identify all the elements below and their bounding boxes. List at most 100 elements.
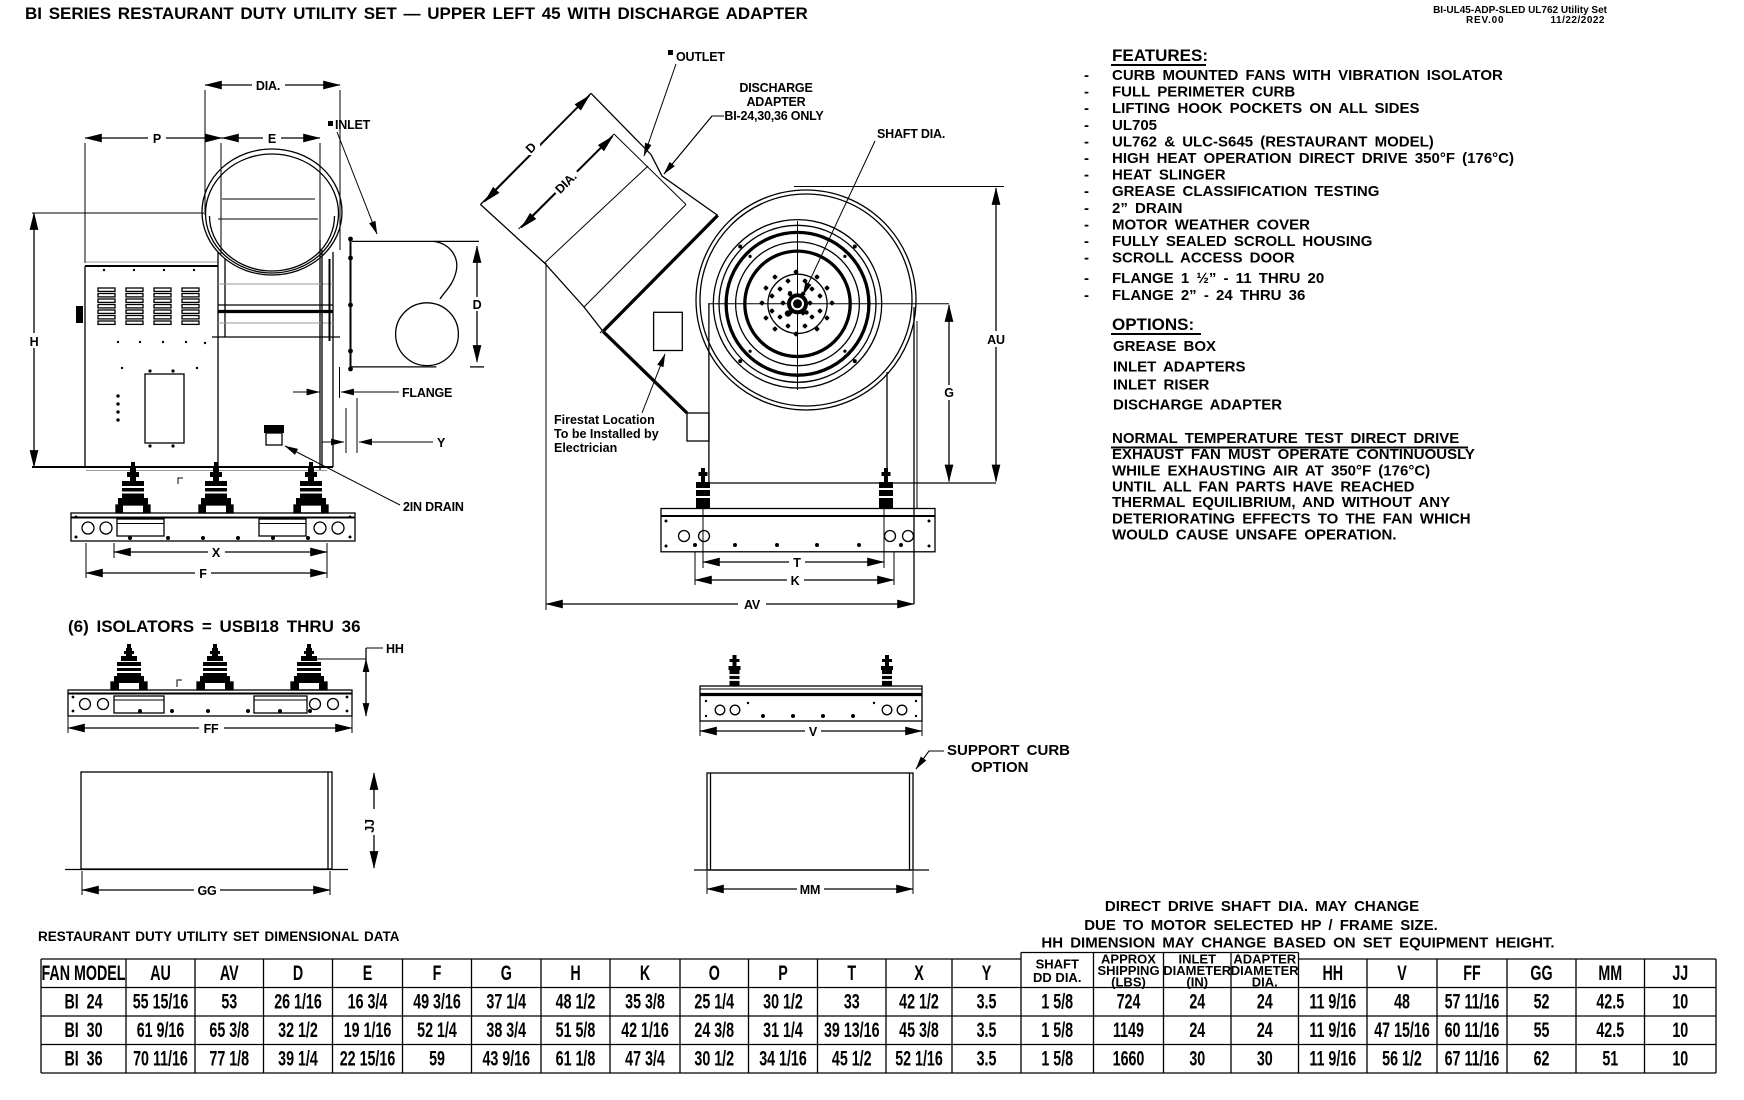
svg-text:INLET ADAPTERS: INLET ADAPTERS [1113, 359, 1245, 376]
svg-text:3.5: 3.5 [977, 1047, 997, 1070]
svg-text:10: 10 [1672, 1018, 1688, 1041]
svg-text:19 1/16: 19 1/16 [344, 1018, 392, 1041]
svg-text:BI 36: BI 36 [64, 1047, 102, 1070]
svg-text:P: P [778, 961, 788, 984]
svg-text:24: 24 [1189, 990, 1205, 1013]
svg-text:(LBS): (LBS) [1111, 975, 1146, 990]
svg-text:3.5: 3.5 [977, 1018, 997, 1041]
svg-text:WHILE EXHAUSTING AIR AT 350°F: WHILE EXHAUSTING AIR AT 350°F (176°C) [1112, 462, 1430, 479]
svg-text:37 1/4: 37 1/4 [486, 990, 526, 1013]
svg-text:SHIPPING: SHIPPING [1097, 963, 1159, 978]
svg-text:INLET: INLET [335, 118, 371, 132]
svg-text:52 1/4: 52 1/4 [417, 1018, 457, 1041]
svg-text:D: D [293, 961, 303, 984]
svg-text:42 1/2: 42 1/2 [899, 990, 939, 1013]
svg-text:APPROX: APPROX [1101, 952, 1156, 967]
svg-text:X: X [212, 546, 221, 560]
svg-text:WOULD CAUSE UNSAFE OPERATION.: WOULD CAUSE UNSAFE OPERATION. [1112, 526, 1397, 543]
svg-text:47 15/16: 47 15/16 [1374, 1018, 1430, 1041]
svg-text:77 1/8: 77 1/8 [209, 1047, 249, 1070]
svg-text:X: X [914, 961, 924, 984]
svg-text:45 1/2: 45 1/2 [832, 1047, 872, 1070]
svg-text:BI SERIES RESTAURANT DUTY UTIL: BI SERIES RESTAURANT DUTY UTILITY SET — … [25, 4, 808, 23]
svg-text:SUPPORT CURB: SUPPORT CURB [947, 742, 1070, 759]
svg-text:-: - [1084, 167, 1089, 184]
svg-text:10: 10 [1672, 1047, 1688, 1070]
svg-text:DIRECT DRIVE SHAFT DIA. MAY CH: DIRECT DRIVE SHAFT DIA. MAY CHANGE [1105, 898, 1419, 915]
svg-text:-: - [1084, 84, 1089, 101]
svg-text:T: T [847, 961, 856, 984]
svg-text:V: V [1397, 961, 1407, 984]
svg-text:THERMAL EQUILIBRIUM, AND WITHO: THERMAL EQUILIBRIUM, AND WITHOUT ANY [1112, 494, 1450, 511]
svg-text:H: H [570, 961, 580, 984]
svg-text:OPTIONS:: OPTIONS: [1112, 315, 1194, 334]
svg-text:To be Installed by: To be Installed by [554, 427, 659, 441]
svg-text:T: T [793, 556, 801, 570]
svg-text:JJ: JJ [363, 819, 377, 833]
svg-text:CURB MOUNTED FANS WITH VIBRATI: CURB MOUNTED FANS WITH VIBRATION ISOLATO… [1112, 67, 1503, 84]
svg-text:30 1/2: 30 1/2 [694, 1047, 734, 1070]
svg-text:SCROLL ACCESS DOOR: SCROLL ACCESS DOOR [1112, 250, 1295, 267]
svg-text:-: - [1084, 67, 1089, 84]
svg-text:SHAFT DIA.: SHAFT DIA. [877, 127, 945, 141]
svg-text:-: - [1084, 233, 1089, 250]
svg-text:-: - [1084, 250, 1089, 267]
svg-text:32 1/2: 32 1/2 [278, 1018, 318, 1041]
svg-text:(IN): (IN) [1186, 975, 1208, 990]
svg-text:FF: FF [204, 722, 219, 736]
svg-text:26 1/16: 26 1/16 [274, 990, 322, 1013]
svg-text:FEATURES:: FEATURES: [1112, 46, 1208, 65]
svg-text:39 1/4: 39 1/4 [278, 1047, 318, 1070]
svg-text:724: 724 [1117, 990, 1141, 1013]
svg-text:REV.00: REV.00 [1466, 15, 1504, 26]
svg-text:DUE TO MOTOR SELECTED HP / FRA: DUE TO MOTOR SELECTED HP / FRAME SIZE. [1084, 917, 1438, 934]
svg-text:FLANGE 2” - 24 THRU 36: FLANGE 2” - 24 THRU 36 [1112, 287, 1305, 304]
svg-text:FLANGE 1 ½” - 11 THRU 20: FLANGE 1 ½” - 11 THRU 20 [1112, 270, 1324, 287]
svg-text:70 11/16: 70 11/16 [133, 1047, 188, 1070]
svg-text:59: 59 [429, 1047, 445, 1070]
svg-text:60 11/16: 60 11/16 [1445, 1018, 1500, 1041]
svg-text:-: - [1084, 117, 1089, 134]
svg-text:BI 24: BI 24 [64, 990, 102, 1013]
svg-text:LIFTING HOOK POCKETS ON ALL SI: LIFTING HOOK POCKETS ON ALL SIDES [1112, 100, 1420, 117]
svg-text:-: - [1084, 134, 1089, 151]
svg-text:42.5: 42.5 [1596, 990, 1624, 1013]
svg-text:G: G [944, 386, 954, 400]
svg-text:24 3/8: 24 3/8 [694, 1018, 734, 1041]
svg-text:HH DIMENSION MAY CHANGE BASED: HH DIMENSION MAY CHANGE BASED ON SET EQU… [1041, 935, 1554, 952]
svg-text:DISCHARGE: DISCHARGE [739, 81, 812, 95]
svg-text:OPTION: OPTION [971, 759, 1029, 776]
svg-text:33: 33 [844, 990, 860, 1013]
svg-text:F: F [199, 567, 207, 581]
svg-text:HIGH HEAT OPERATION DIRECT DRI: HIGH HEAT OPERATION DIRECT DRIVE 350°F (… [1112, 150, 1514, 167]
svg-text:67 11/16: 67 11/16 [1445, 1047, 1500, 1070]
svg-text:ADAPTER: ADAPTER [1233, 952, 1296, 967]
svg-text:Firestat Location: Firestat Location [554, 413, 655, 427]
svg-text:1 5/8: 1 5/8 [1041, 1018, 1073, 1041]
svg-text:65 3/8: 65 3/8 [209, 1018, 249, 1041]
svg-text:-: - [1084, 287, 1089, 304]
svg-text:2IN DRAIN: 2IN DRAIN [403, 500, 464, 514]
svg-text:FULL PERIMETER CURB: FULL PERIMETER CURB [1112, 84, 1295, 101]
svg-text:HEAT SLINGER: HEAT SLINGER [1112, 167, 1226, 184]
svg-text:-: - [1084, 100, 1089, 117]
svg-text:48 1/2: 48 1/2 [556, 990, 596, 1013]
svg-text:DETERIORATING EFFECTS TO THE F: DETERIORATING EFFECTS TO THE FAN WHICH [1112, 511, 1471, 528]
svg-text:52 1/16: 52 1/16 [895, 1047, 943, 1070]
svg-text:UL705: UL705 [1112, 117, 1157, 134]
svg-text:57 11/16: 57 11/16 [1445, 990, 1500, 1013]
svg-text:F: F [433, 961, 442, 984]
svg-text:52: 52 [1534, 990, 1550, 1013]
svg-text:10: 10 [1672, 990, 1688, 1013]
svg-text:48: 48 [1394, 990, 1410, 1013]
svg-text:E: E [363, 961, 373, 984]
svg-text:JJ: JJ [1672, 961, 1688, 984]
svg-text:53: 53 [221, 990, 237, 1013]
svg-text:SHAFT: SHAFT [1036, 957, 1079, 972]
svg-text:INLET: INLET [1178, 952, 1216, 967]
svg-text:DIAMETER: DIAMETER [1231, 963, 1300, 978]
svg-text:-: - [1084, 217, 1089, 234]
svg-text:1 5/8: 1 5/8 [1041, 1047, 1073, 1070]
svg-text:42.5: 42.5 [1596, 1018, 1624, 1041]
svg-text:-: - [1084, 270, 1089, 287]
